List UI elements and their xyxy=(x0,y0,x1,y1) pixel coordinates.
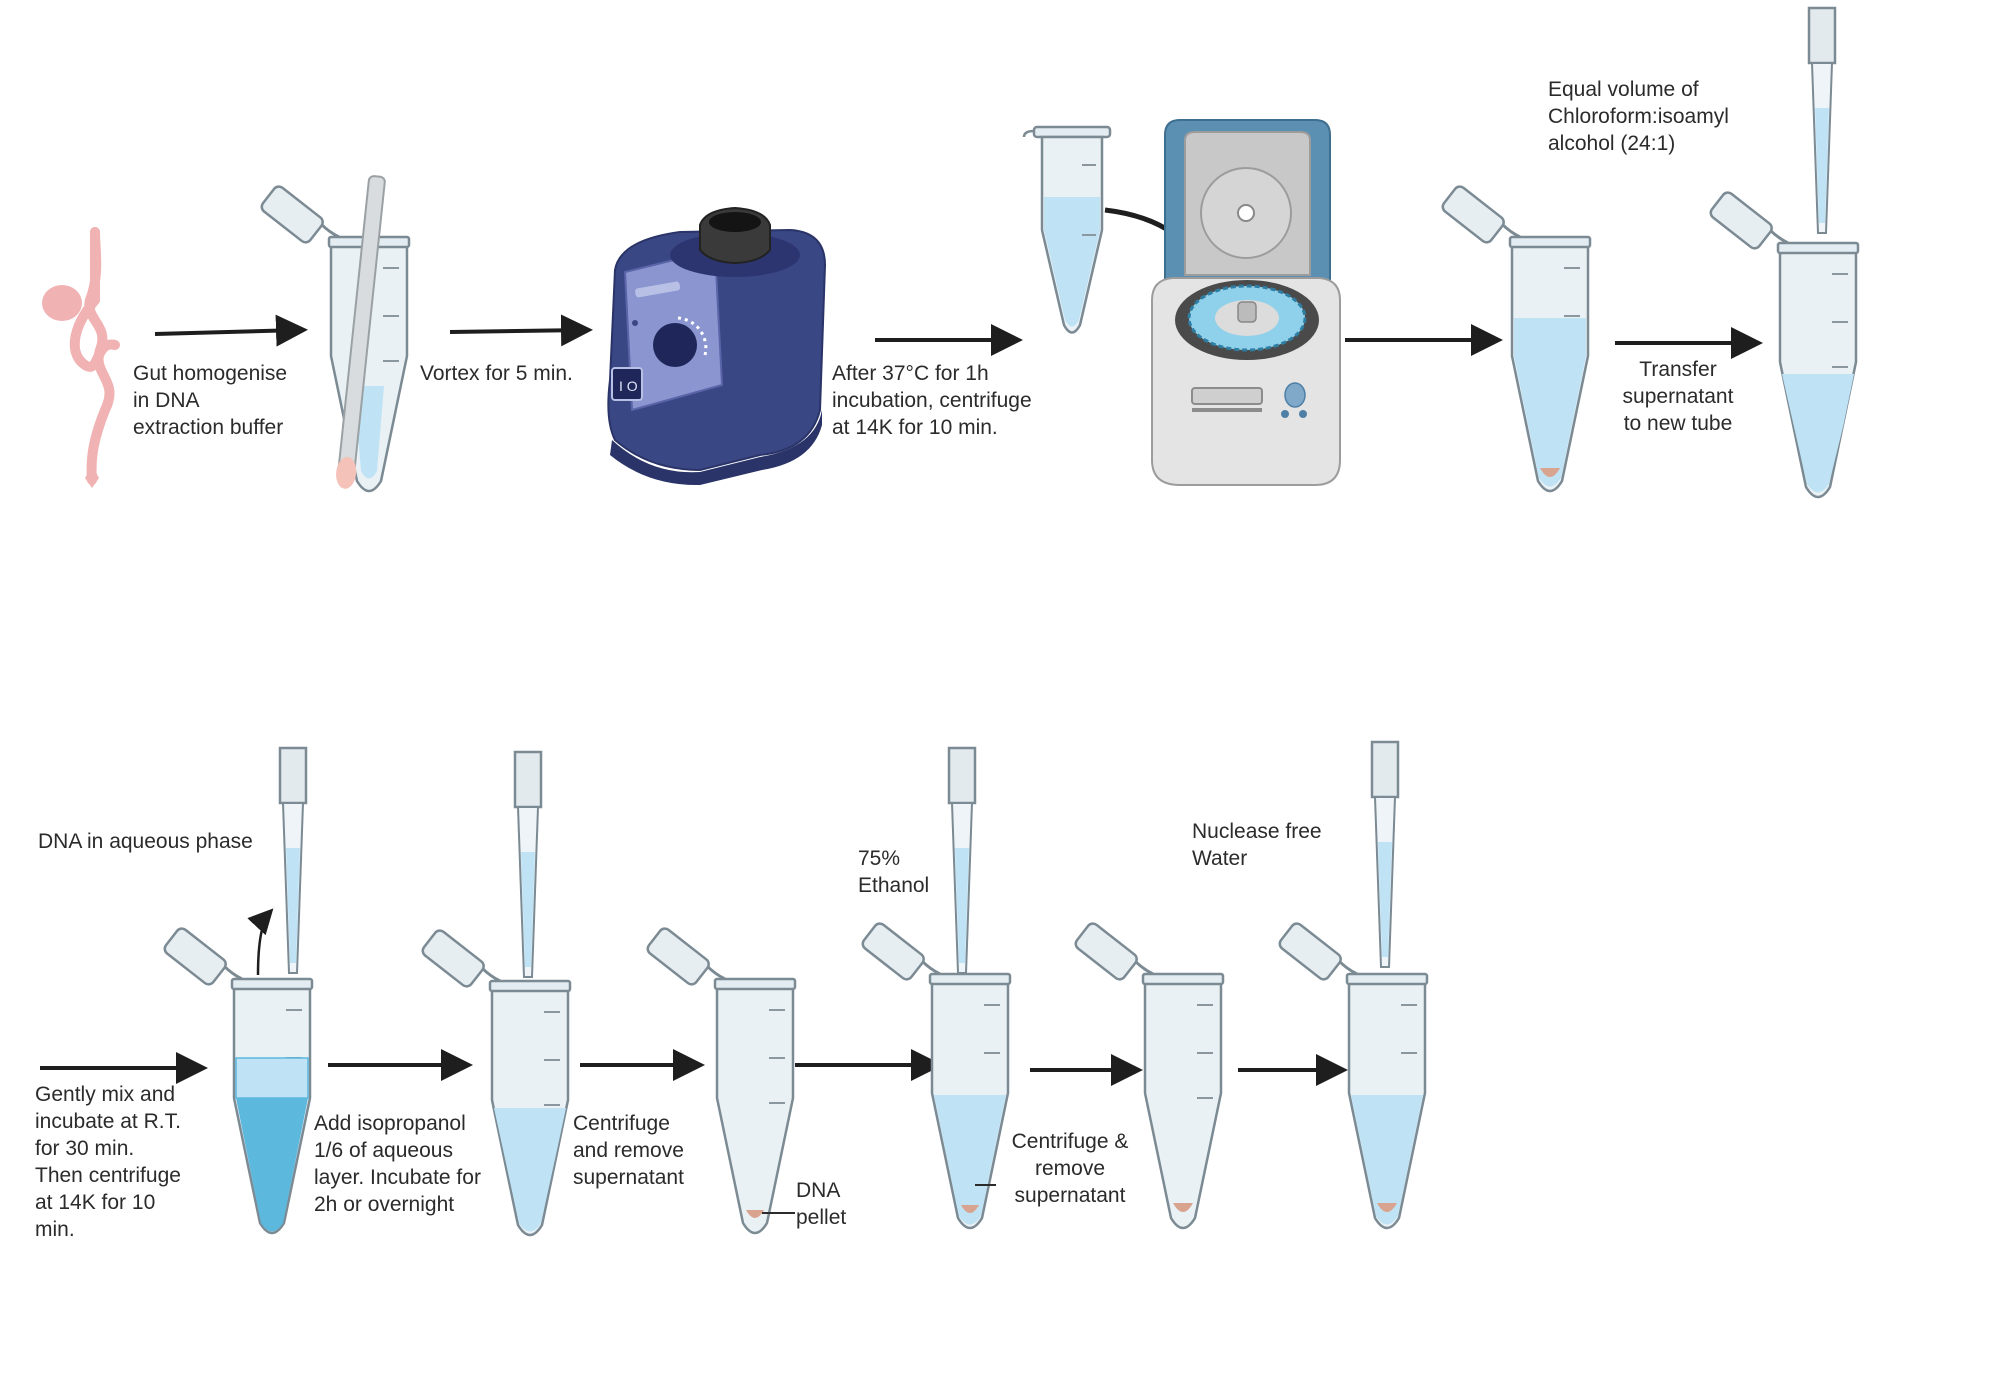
tube-isopropanol xyxy=(418,926,572,1237)
label-chloroform: Equal volume of Chloroform:isoamyl alcohol… xyxy=(1548,76,1729,157)
pipette-aqueous xyxy=(278,746,308,975)
pestle xyxy=(336,175,386,489)
pipette-water xyxy=(1370,740,1400,969)
label-transfer-supernatant: Transfer supernatant to new tube xyxy=(1608,356,1748,437)
label-isopropanol: Add isopropanol 1/6 of aqueous layer. Incu… xyxy=(314,1110,481,1218)
label-isopropanol-line: 1/6 of aqueous xyxy=(314,1139,453,1162)
vortex-mixer: I O xyxy=(607,206,827,486)
label-isopropanol-line: layer. Incubate for xyxy=(314,1166,481,1189)
tube-washed-pellet xyxy=(1071,919,1225,1230)
label-gut-homogenise-line: Gut homogenise xyxy=(133,362,288,385)
label-isopropanol-line: 2h or overnight xyxy=(314,1193,455,1216)
label-transfer-supernatant-line: Transfer xyxy=(1639,358,1717,381)
label-dna-pellet-line: pellet xyxy=(796,1206,847,1229)
svg-text:I O: I O xyxy=(619,378,638,394)
tube-homogenise xyxy=(257,175,411,493)
label-chloroform-line: Chloroform:isoamyl xyxy=(1548,105,1729,128)
label-ethanol-line: Ethanol xyxy=(858,874,930,897)
label-chloroform-line: alcohol (24:1) xyxy=(1548,132,1676,155)
label-vortex-line: Vortex for 5 min. xyxy=(420,362,573,385)
label-dna-pellet: DNA pellet xyxy=(796,1177,846,1231)
label-isopropanol-line: Add isopropanol xyxy=(314,1112,466,1135)
label-nuclease-free-water-line: Water xyxy=(1192,847,1248,870)
label-gently-mix-line: for 30 min. xyxy=(35,1137,135,1160)
label-centrifuge-remove-2-line: Centrifuge & xyxy=(1011,1130,1129,1153)
label-incubation-centrifuge: After 37°C for 1h incubation, centrifuge a… xyxy=(832,360,1032,441)
label-centrifuge-remove-line: supernatant xyxy=(573,1166,684,1189)
tube-to-centrifuge xyxy=(1022,125,1112,334)
label-incubation-centrifuge-line: incubation, centrifuge xyxy=(832,389,1032,412)
label-gently-mix-line: min. xyxy=(35,1218,75,1241)
label-gently-mix-line: Gently mix and xyxy=(35,1083,176,1106)
pipette-isopropanol xyxy=(513,750,543,979)
tube-ethanol xyxy=(858,919,1012,1230)
pipette-chloroform xyxy=(1807,6,1837,235)
label-transfer-supernatant-line: to new tube xyxy=(1623,412,1733,435)
arrow-1 xyxy=(154,314,308,347)
label-gut-homogenise: Gut homogenise in DNA extraction buffer xyxy=(133,360,287,441)
tube-chloroform xyxy=(1706,188,1860,499)
label-ethanol: 75% Ethanol xyxy=(858,845,929,899)
centrifuge xyxy=(1151,119,1341,486)
label-dna-pellet-line: DNA xyxy=(796,1179,841,1202)
label-gently-mix-line: at 14K for 10 xyxy=(35,1191,156,1214)
label-vortex: Vortex for 5 min. xyxy=(420,360,573,387)
label-nuclease-free-water-line: Nuclease free xyxy=(1192,820,1322,843)
label-ethanol-line: 75% xyxy=(858,847,901,870)
label-centrifuge-remove: Centrifuge and remove supernatant xyxy=(573,1110,684,1191)
arrow-aqueous-up xyxy=(247,908,274,976)
label-centrifuge-remove-line: Centrifuge xyxy=(573,1112,670,1135)
label-incubation-centrifuge-line: at 14K for 10 min. xyxy=(832,416,998,439)
label-aqueous-phase-line: DNA in aqueous phase xyxy=(38,830,253,853)
tube-final-dna xyxy=(1275,919,1429,1230)
label-incubation-centrifuge-line: After 37°C for 1h xyxy=(832,362,989,385)
label-gently-mix: Gently mix and incubate at R.T. for 30 min… xyxy=(35,1081,181,1243)
tube-after-centrifuge xyxy=(1438,182,1592,493)
label-gut-homogenise-line: extraction buffer xyxy=(133,416,284,439)
label-centrifuge-remove-2: Centrifuge & remove supernatant xyxy=(990,1128,1150,1209)
label-centrifuge-remove-line: and remove xyxy=(573,1139,684,1162)
label-centrifuge-remove-2-line: remove xyxy=(1034,1157,1106,1180)
label-gut-homogenise-line: in DNA xyxy=(133,389,200,412)
pipette-ethanol xyxy=(947,746,977,975)
label-chloroform-line: Equal volume of xyxy=(1548,78,1699,101)
tube-phase-separation xyxy=(160,924,314,1235)
arrow-2 xyxy=(449,314,593,347)
label-transfer-supernatant-line: supernatant xyxy=(1622,385,1734,408)
label-aqueous-phase: DNA in aqueous phase xyxy=(38,828,253,855)
label-centrifuge-remove-2-line: supernatant xyxy=(1014,1184,1126,1207)
tube-dna-pellet xyxy=(643,924,797,1235)
label-gently-mix-line: incubate at R.T. xyxy=(35,1110,181,1133)
label-gently-mix-line: Then centrifuge xyxy=(35,1164,181,1187)
gut-illustration xyxy=(42,227,120,488)
